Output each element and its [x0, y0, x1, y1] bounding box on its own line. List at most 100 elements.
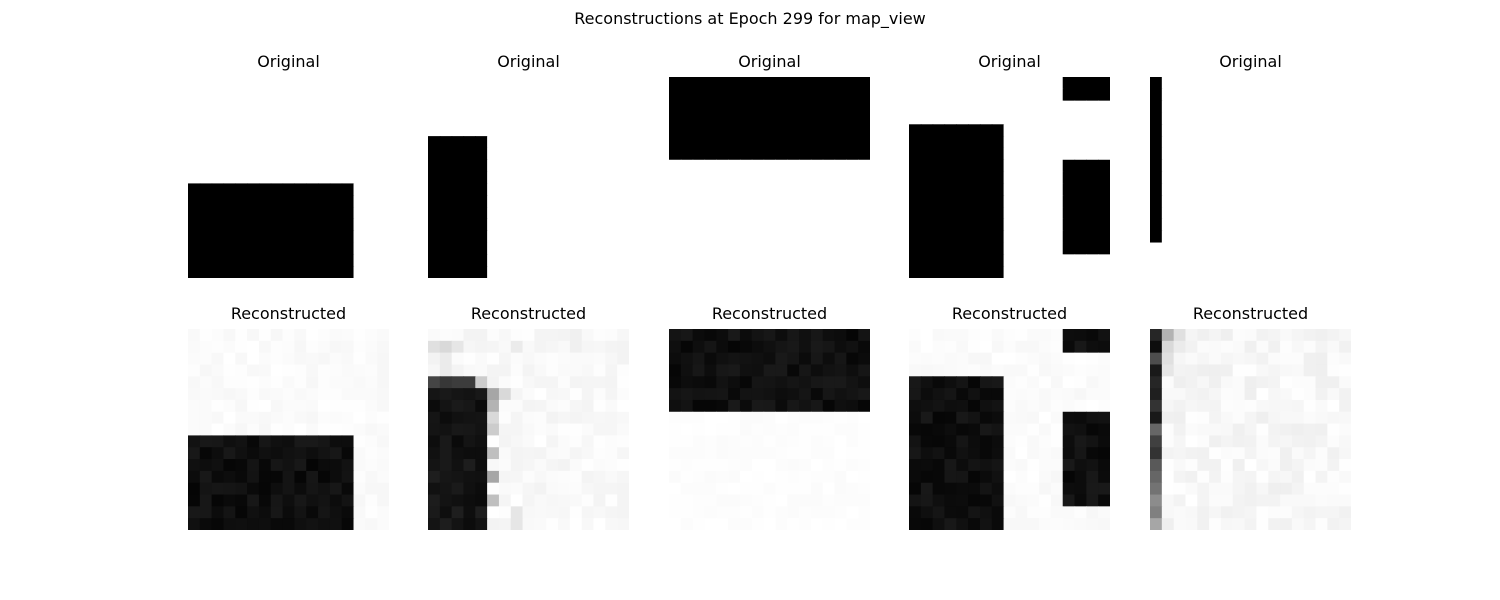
pixel-cell: [1220, 423, 1234, 437]
pixel-cell: [1015, 482, 1028, 496]
pixel-cell: [669, 423, 682, 437]
pixel-cell: [223, 352, 236, 366]
pixel-cell: [692, 88, 706, 102]
pixel-cell: [341, 171, 355, 185]
pixel-cell: [810, 388, 824, 401]
pixel-cell: [991, 329, 1005, 342]
pixel-cell: [1050, 159, 1064, 173]
pixel-cell: [558, 195, 571, 208]
pixel-cell: [1256, 329, 1269, 342]
pixel-cell: [329, 230, 343, 244]
pixel-cell: [932, 411, 946, 425]
pixel-cell: [932, 423, 946, 437]
pixel-cell: [909, 195, 922, 208]
pixel-cell: [834, 482, 847, 496]
pixel-cell: [680, 459, 694, 472]
pixel-cell: [956, 352, 969, 366]
pixel-cell: [605, 88, 618, 102]
pixel-cell: [968, 100, 981, 114]
pixel-cell: [1209, 136, 1222, 149]
pixel-cell: [294, 340, 307, 354]
pixel-cell: [692, 147, 706, 161]
pixel-cell: [920, 340, 934, 354]
pixel-cell: [235, 470, 248, 484]
pixel-cell: [294, 376, 307, 389]
pixel-cell: [1086, 242, 1099, 255]
pixel-cell: [834, 329, 847, 342]
pixel-cell: [498, 230, 512, 244]
pixel-cell: [487, 136, 500, 149]
pixel-cell: [534, 207, 547, 220]
pixel-cell: [498, 183, 512, 196]
pixel-cell: [944, 399, 957, 413]
pixel-cell: [1015, 376, 1028, 389]
pixel-cell: [1197, 459, 1210, 472]
pixel-cell: [775, 159, 788, 173]
pixel-cell: [1173, 77, 1187, 90]
pixel-cell: [1161, 399, 1175, 413]
pixel-cell: [991, 506, 1005, 519]
pixel-cell: [522, 100, 536, 114]
pixel-cell: [377, 447, 389, 460]
pixel-cell: [763, 254, 777, 267]
pixel-cell: [739, 266, 753, 278]
pixel-cell: [569, 147, 583, 161]
pixel-cell: [787, 470, 800, 484]
pixel-cell: [1244, 518, 1258, 530]
pixel-cell: [810, 112, 824, 125]
pixel-cell: [1027, 254, 1040, 267]
pixel-cell: [858, 399, 870, 413]
pixel-cell: [1098, 218, 1110, 232]
pixel-cell: [1232, 77, 1246, 90]
pixel-cell: [1050, 207, 1064, 220]
pixel-cell: [318, 207, 331, 220]
pixel-cell: [1039, 230, 1052, 244]
pixel-cell: [1098, 329, 1110, 342]
pixel-cell: [199, 124, 213, 137]
pixel-cell: [593, 171, 606, 185]
pixel-cell: [1303, 195, 1317, 208]
pixel-cell: [956, 136, 969, 149]
pixel-cell: [510, 88, 524, 102]
pixel-cell: [1098, 77, 1110, 90]
pixel-cell: [991, 364, 1005, 377]
pixel-cell: [365, 159, 378, 173]
pixel-cell: [1291, 112, 1305, 125]
pixel-cell: [617, 352, 629, 366]
pixel-cell: [704, 242, 717, 255]
pixel-cell: [439, 470, 453, 484]
pixel-cell: [1220, 159, 1234, 173]
pixel-cell: [739, 494, 753, 507]
pixel-cell: [669, 195, 682, 208]
pixel-cell: [858, 171, 870, 185]
pixel-cell: [1098, 230, 1110, 244]
pixel-cell: [353, 506, 366, 519]
pixel-cell: [692, 207, 706, 220]
pixel-cell: [605, 329, 618, 342]
pixel-cell: [593, 376, 606, 389]
pixel-cell: [799, 399, 812, 413]
pixel-cell: [1074, 411, 1087, 425]
pixel-cell: [1050, 364, 1064, 377]
pixel-cell: [1197, 399, 1210, 413]
pixel-cell: [258, 399, 272, 413]
pixel-cell: [329, 447, 343, 460]
pixel-cell: [329, 195, 343, 208]
pixel-cell: [932, 399, 946, 413]
pixel-cell: [858, 100, 870, 114]
pixel-cell: [909, 242, 922, 255]
pixel-cell: [1209, 518, 1222, 530]
pixel-cell: [1062, 435, 1076, 448]
pixel-cell: [1098, 254, 1110, 267]
pixel-cell: [739, 423, 753, 437]
pixel-cell: [1173, 364, 1187, 377]
pixel-cell: [353, 230, 366, 244]
pixel-cell: [979, 171, 993, 185]
pixel-cell: [669, 171, 682, 185]
pixel-cell: [353, 195, 366, 208]
pixel-cell: [1220, 388, 1234, 401]
pixel-cell: [353, 171, 366, 185]
pixel-cell: [1039, 218, 1052, 232]
pixel-cell: [1086, 159, 1099, 173]
pixel-cell: [1074, 435, 1087, 448]
